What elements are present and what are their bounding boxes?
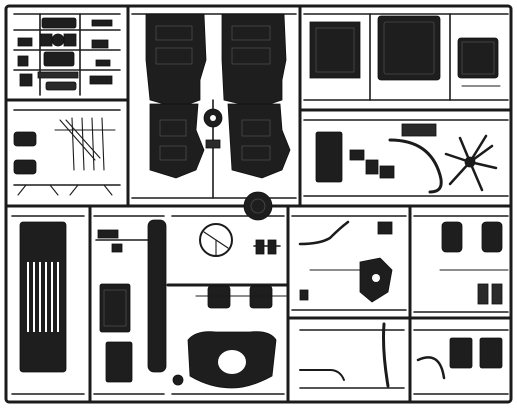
sprue-section-chassis bbox=[131, 13, 297, 221]
fan-icon bbox=[444, 134, 498, 192]
sprue-section-top-left bbox=[13, 13, 121, 96]
grille-icon bbox=[19, 221, 67, 373]
steering-wheel-icon bbox=[199, 223, 233, 257]
sprue-section-bottom-center-left bbox=[93, 215, 167, 395]
sprue-section-mid-right bbox=[303, 119, 509, 197]
round-hub-icon bbox=[243, 191, 273, 221]
sprue-section-bottom-center bbox=[171, 215, 287, 395]
sprue-section-left-middle bbox=[13, 109, 121, 196]
sprue-section-grille bbox=[11, 215, 85, 395]
sprue-section-top-right bbox=[303, 13, 509, 101]
sprue-section-bottom-center-right bbox=[291, 215, 407, 389]
sprue-section-bottom-right bbox=[413, 215, 509, 395]
sprue-frame bbox=[4, 4, 513, 404]
